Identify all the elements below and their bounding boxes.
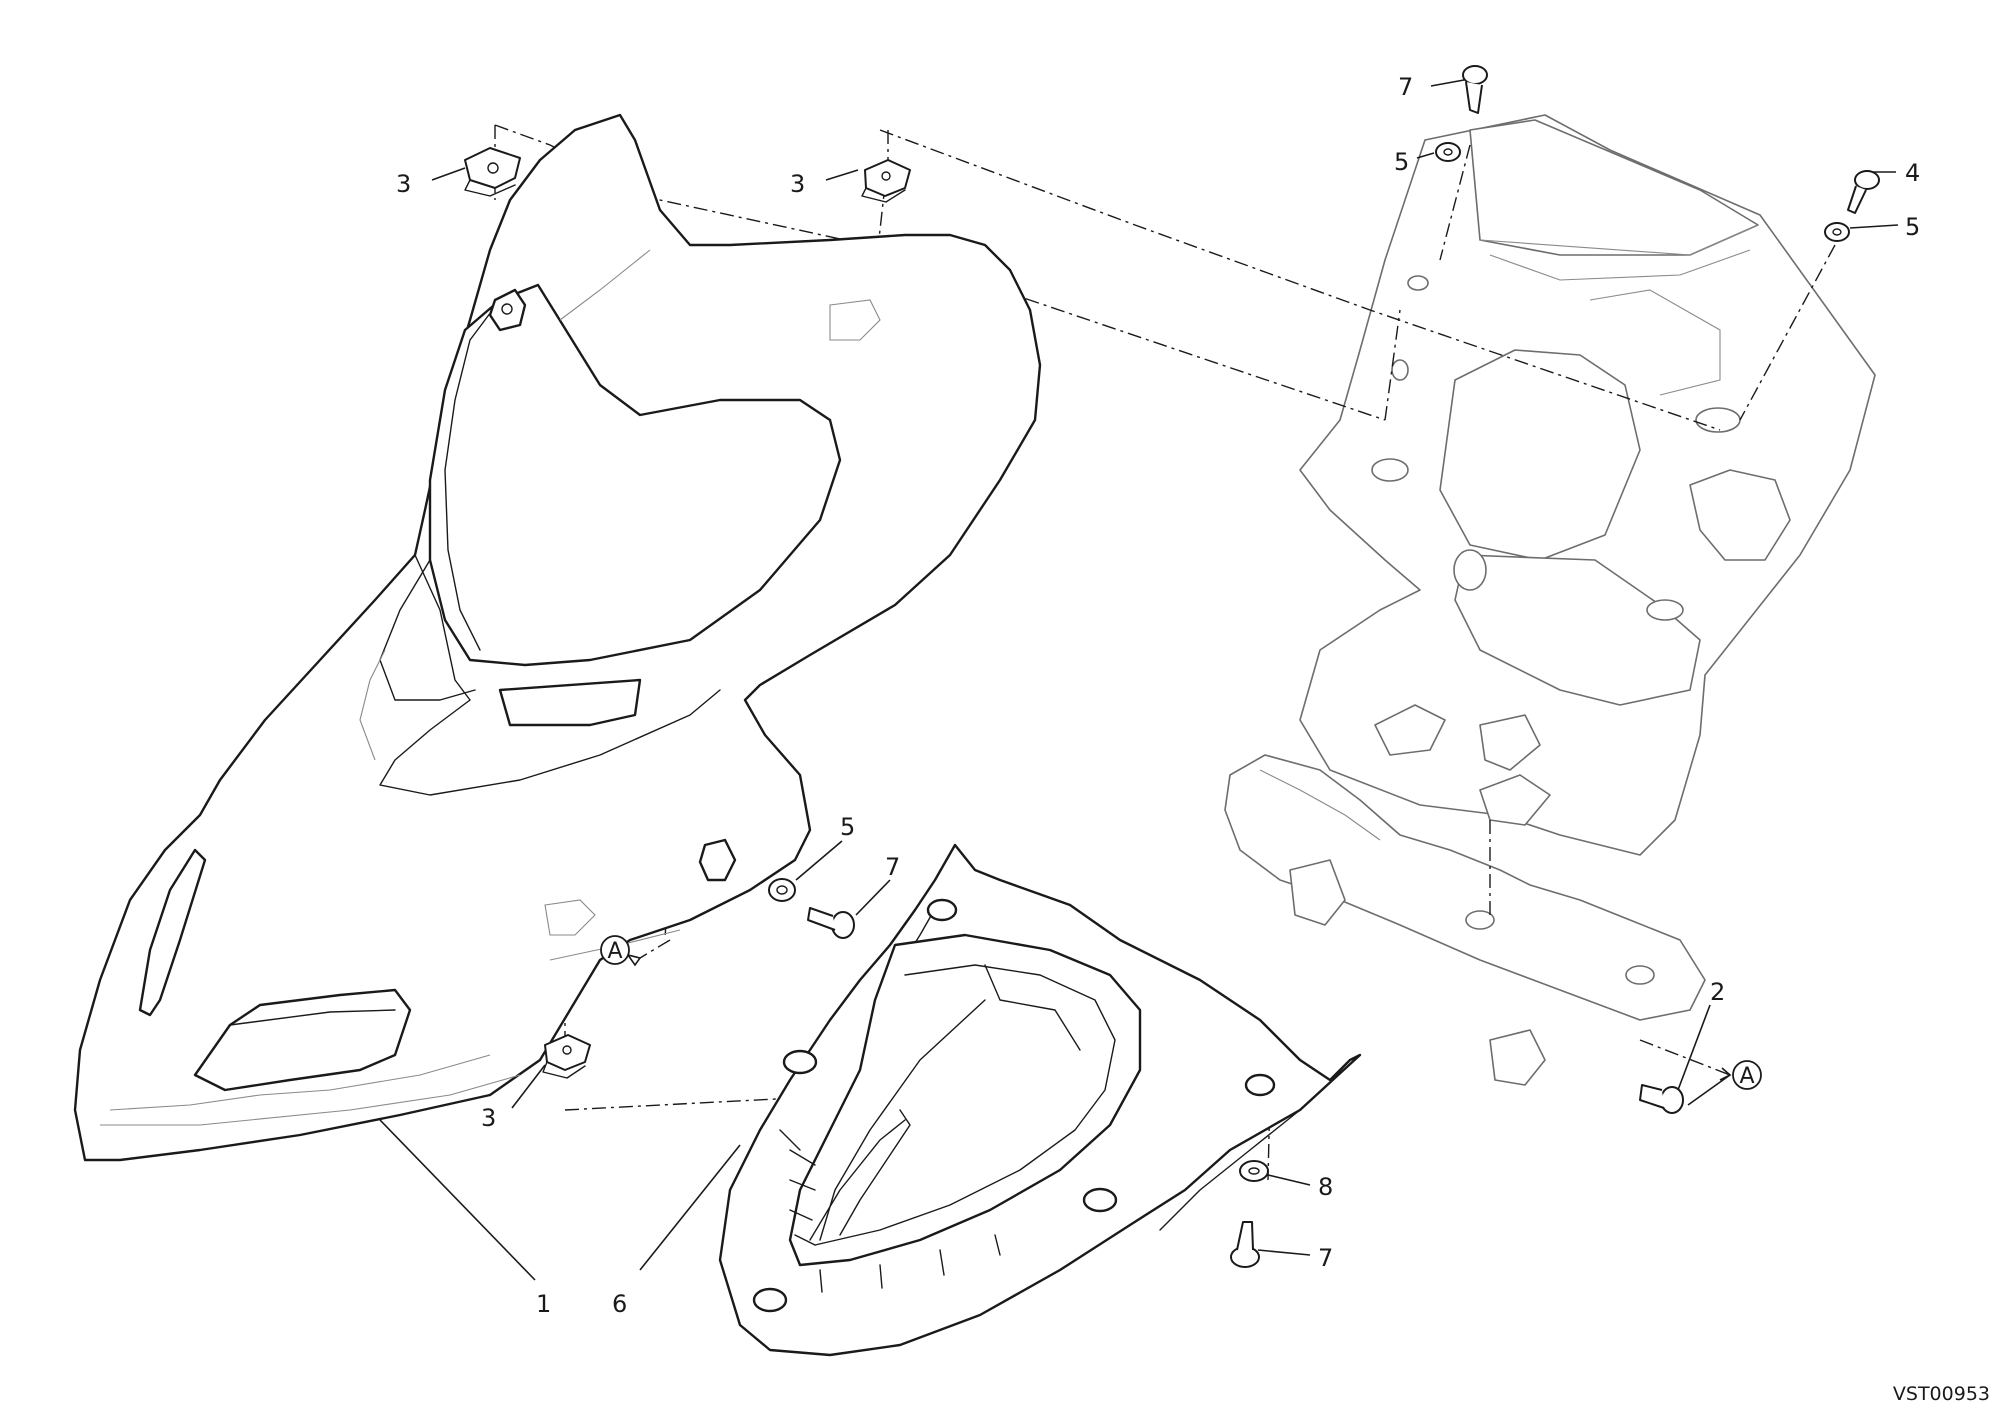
lower-fairing [718, 843, 1362, 1357]
callout-screw-lower: 7 [1318, 1244, 1333, 1272]
svg-text:A: A [1739, 1064, 1754, 1089]
reference-marker-left: A [600, 935, 630, 965]
callout-washer-top: 5 [1394, 148, 1409, 176]
washer-lower [1239, 1160, 1269, 1182]
washer-right [1824, 222, 1850, 242]
clip-nut-top-left [464, 147, 521, 197]
callout-washer-lower: 8 [1318, 1173, 1333, 1201]
clip-nut-lower-left [542, 1034, 591, 1079]
screw-lower [1230, 1221, 1260, 1268]
callout-screw-bracket: 2 [1710, 978, 1725, 1006]
screw-top [1462, 65, 1488, 114]
callout-headlight-fairing: 1 [536, 1290, 551, 1318]
callout-washer-right: 5 [1905, 213, 1920, 241]
drawing-code: VST00953 [1893, 1383, 1990, 1405]
screw-right [1847, 170, 1880, 214]
svg-text:A: A [607, 939, 622, 964]
callout-nut-top-center: 3 [790, 170, 805, 198]
washer-top [1435, 142, 1461, 162]
callout-nut-top-left: 3 [396, 170, 411, 198]
headlight-support-bracket [1224, 114, 1876, 1086]
screw-mid [807, 907, 855, 939]
screw-bracket [1639, 1084, 1684, 1114]
callout-screw-top: 7 [1398, 73, 1413, 101]
washer-mid [768, 878, 796, 902]
leader-lines [379, 79, 1899, 1281]
callout-lower-fairing: 6 [612, 1290, 627, 1318]
reference-marker-right: A [1732, 1060, 1762, 1090]
callout-screw-mid: 7 [885, 853, 900, 881]
clip-nut-top-center [861, 159, 911, 203]
callout-labels: 3 3 3 7 5 4 5 5 7 2 8 7 1 6 [396, 73, 1920, 1318]
callout-washer-mid: 5 [840, 813, 855, 841]
callout-nut-lower-left: 3 [481, 1104, 496, 1132]
callout-screw-right: 4 [1905, 159, 1920, 187]
headlight-fairing [73, 113, 1042, 1162]
